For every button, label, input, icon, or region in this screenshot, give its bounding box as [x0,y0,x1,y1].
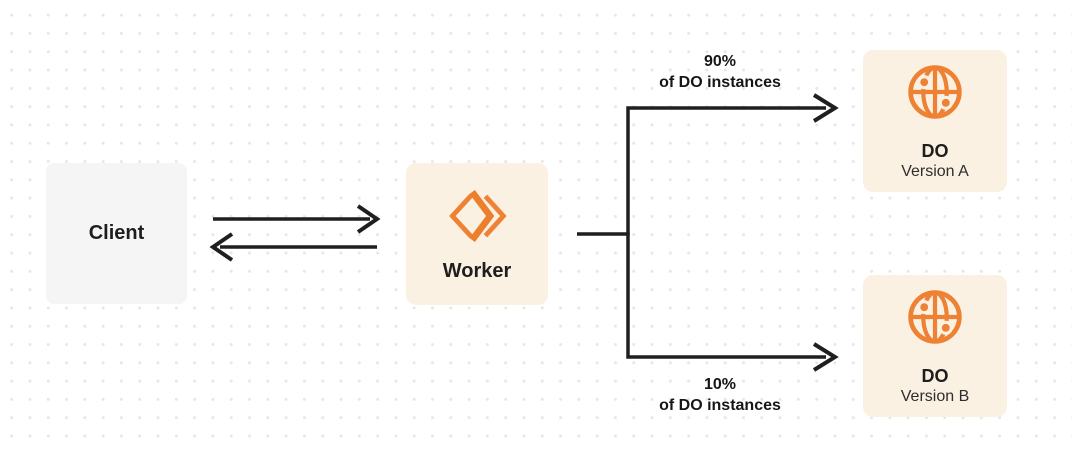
do-b-title: DO [921,366,949,386]
do-b-subtitle: Version B [900,388,970,405]
top-branch-label: 90% of DO instances [620,51,820,93]
do-version-b-node: DO Version B [863,275,1007,417]
bottom-branch-arrowhead-icon [812,342,839,372]
top-branch-arrowhead-icon [812,93,839,123]
do-a-subtitle: Version A [901,163,969,180]
top-branch-caption: of DO instances [659,74,781,91]
top-branch-percent: 90% [703,53,737,70]
left-arrowhead-icon [209,232,234,262]
branch-trunk-line [626,106,826,359]
globe-icon [908,290,962,344]
bottom-branch-caption: of DO instances [659,397,781,414]
do-a-title: DO [921,141,949,161]
bottom-branch-percent: 10% [703,376,737,393]
client-label: Client [88,222,145,244]
bottom-branch-label: 10% of DO instances [620,374,820,416]
right-arrowhead-icon [356,204,381,234]
globe-dot [941,323,950,332]
worker-node: Worker [406,163,548,305]
do-version-a-node: DO Version A [863,50,1007,192]
globe-dot [920,303,929,312]
globe-dot [920,78,929,87]
workers-double-chevron-icon [449,190,507,242]
client-node: Client [46,163,187,304]
globe-dot [941,98,950,107]
globe-icon [908,65,962,119]
worker-label: Worker [442,260,512,282]
